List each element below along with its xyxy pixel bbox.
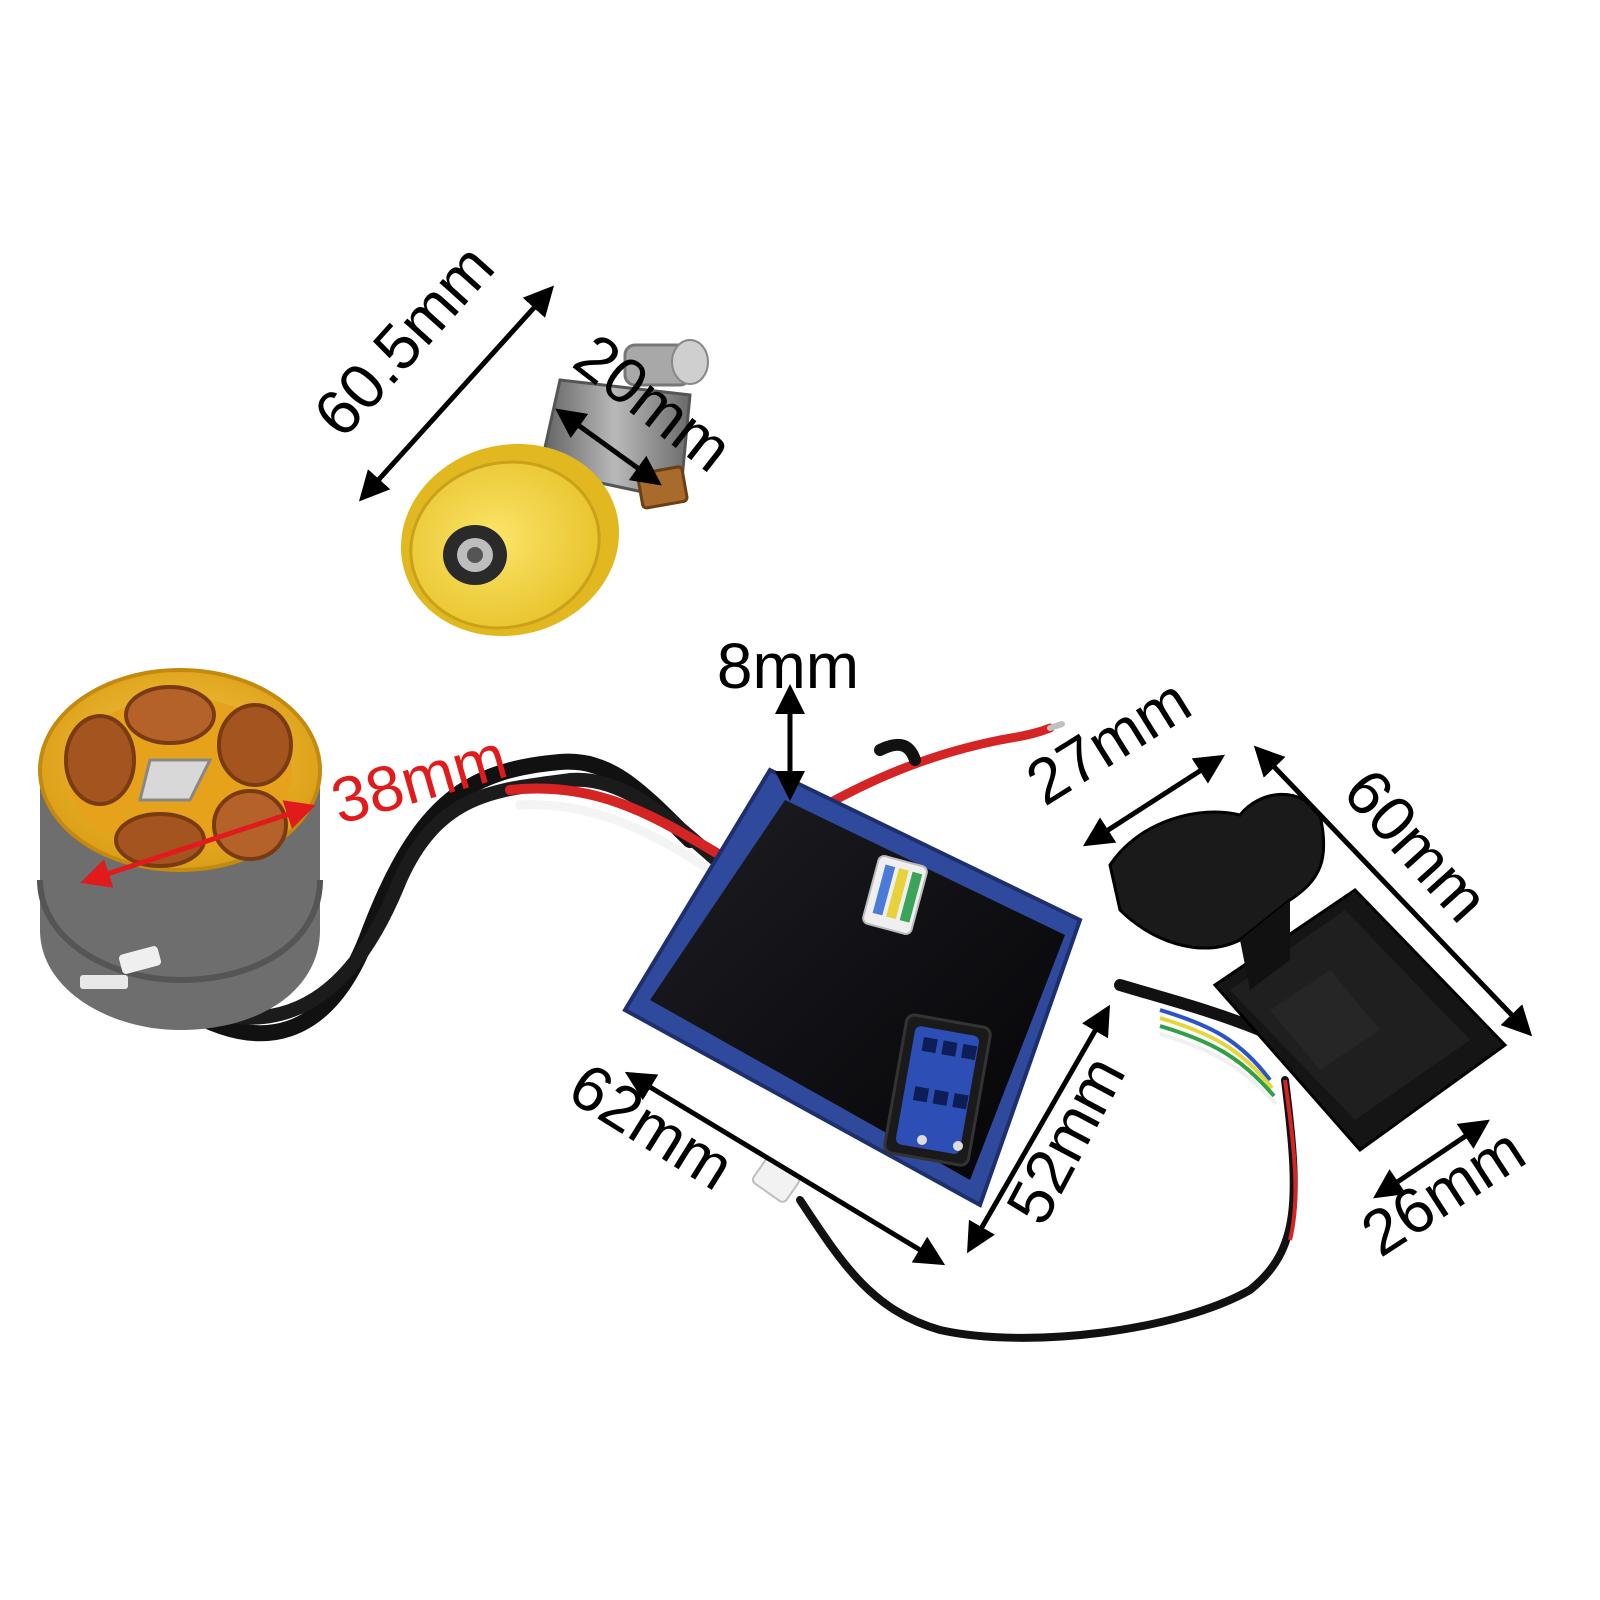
- wiring-harness: [162, 721, 1298, 1342]
- board-length-arrow: [624, 1071, 946, 1266]
- label-stator-diameter: 38mm: [324, 720, 515, 838]
- label-board-length: 62mm: [557, 1049, 746, 1204]
- label-switch-width: 27mm: [1014, 664, 1203, 819]
- board-width-arrow: [967, 1004, 1110, 1254]
- stator-diameter-arrow: [80, 800, 316, 888]
- switch-length-arrow: [1253, 745, 1533, 1037]
- rotor-diameter-arrow: [555, 408, 662, 486]
- dimension-annotations: [80, 285, 1533, 1266]
- pin-header-connector: [862, 855, 928, 935]
- label-rotor-length: 60.5mm: [300, 230, 508, 450]
- bearing: [443, 525, 507, 585]
- label-board-thickness: 8mm: [717, 630, 859, 702]
- switch-width-arrow: [1082, 754, 1226, 847]
- switch-depth-arrow: [1373, 1119, 1490, 1199]
- rotor-length-arrow: [358, 285, 555, 502]
